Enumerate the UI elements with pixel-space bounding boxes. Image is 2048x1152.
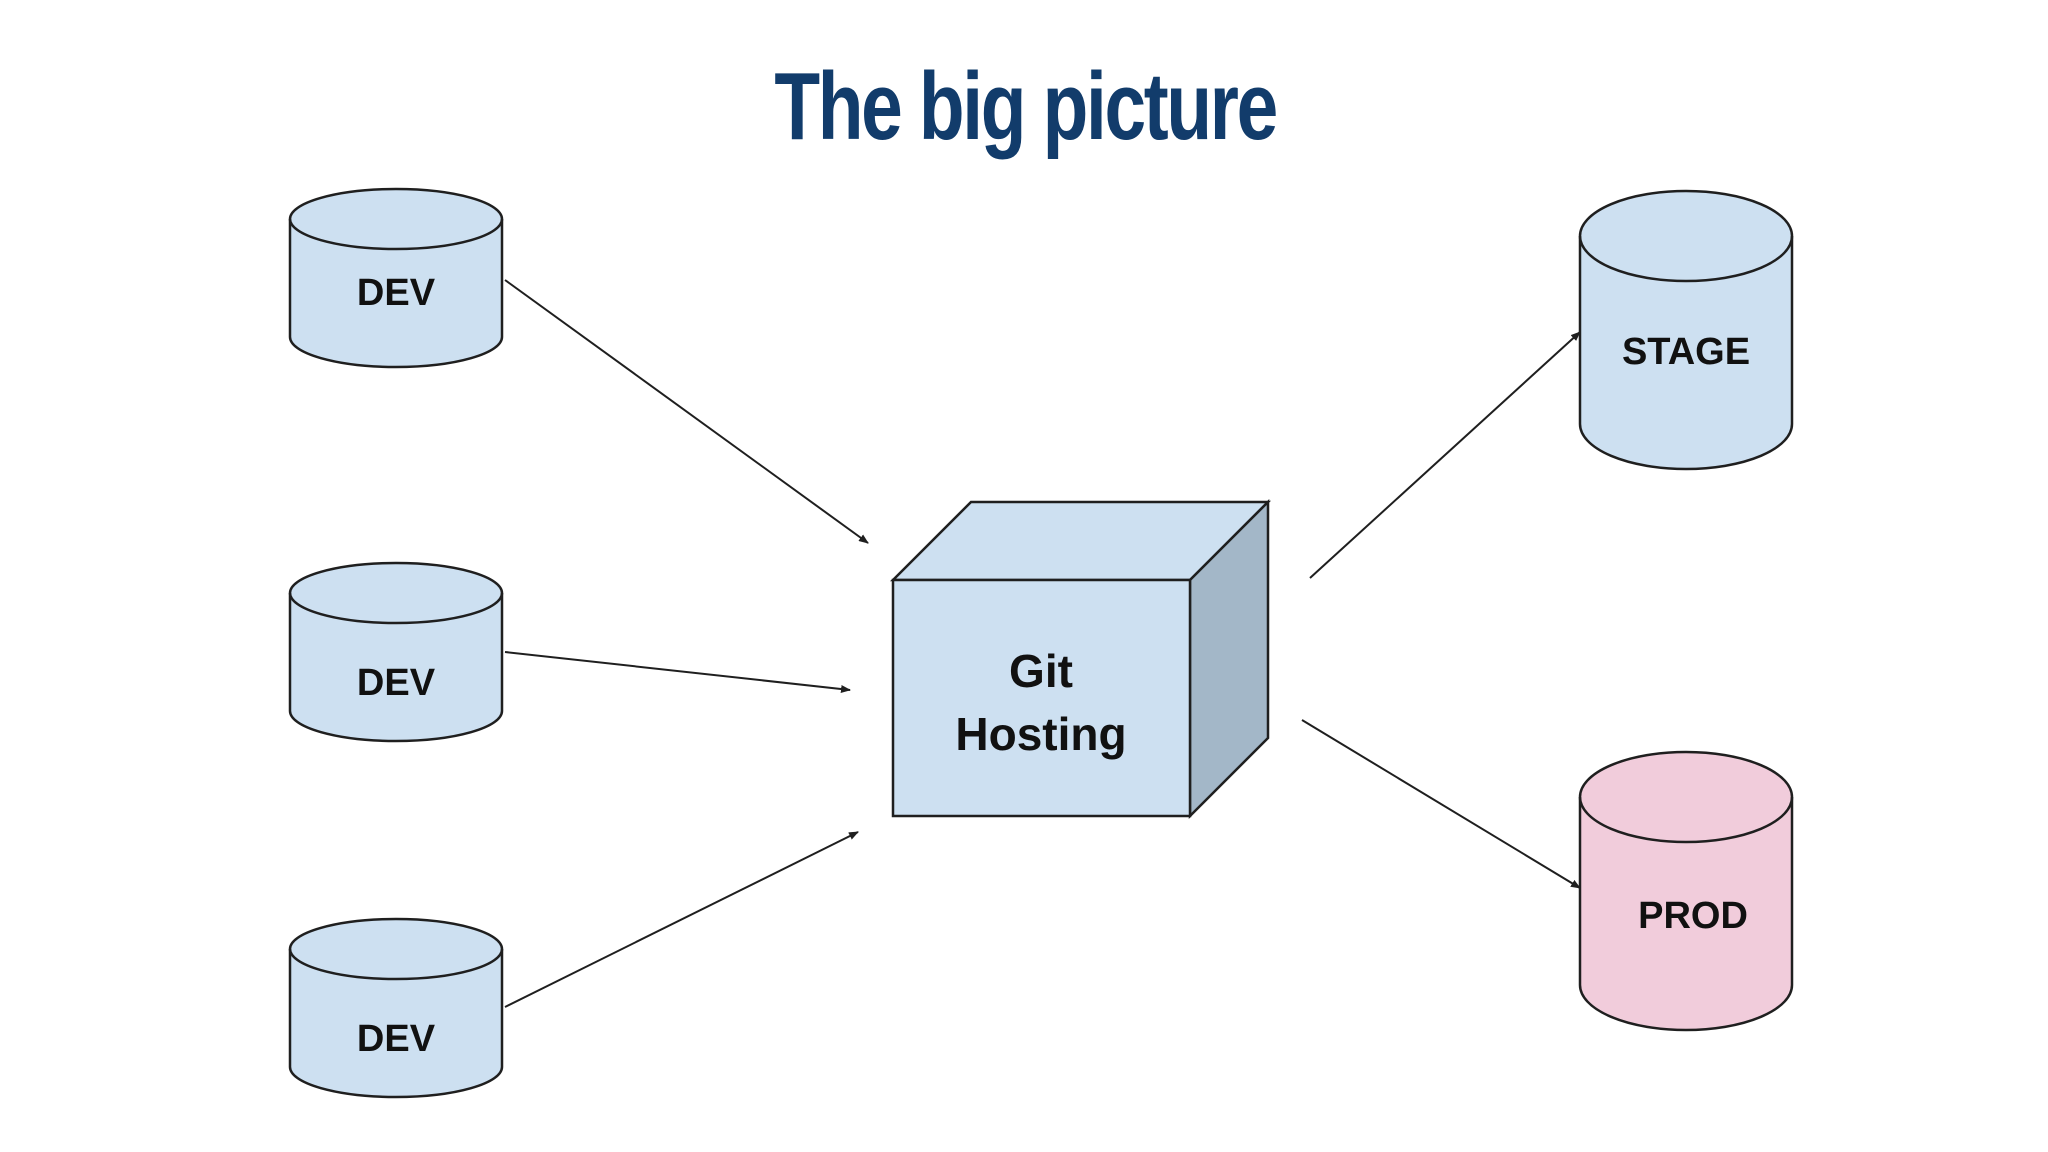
- edge-git-to-stage: [1309, 331, 1581, 579]
- box-front-face: [891, 578, 1192, 818]
- slide-title: The big picture: [774, 53, 1278, 160]
- prod-database: PROD: [1578, 750, 1794, 1032]
- dev-top-label: DEV: [357, 272, 436, 314]
- dev-database-bottom: DEV: [288, 917, 504, 1099]
- database-icon: [288, 561, 504, 743]
- database-top-rim: [1578, 796, 1794, 844]
- dev-bottom-label: DEV: [357, 1018, 436, 1060]
- database-top-rim: [288, 218, 504, 251]
- database-icon: [1578, 750, 1794, 1032]
- edge-dev-top-to-git: [504, 279, 869, 544]
- database-top-rim: [288, 948, 504, 981]
- git-hosting-label-line1: Git: [1009, 645, 1073, 697]
- git-hosting-label-line2: Hosting: [955, 708, 1126, 760]
- edge-dev-bottom-to-git: [504, 831, 859, 1008]
- git-hosting-box: Git Hosting: [889, 498, 1272, 820]
- dev-middle-label: DEV: [357, 662, 436, 704]
- stage-database: STAGE: [1578, 189, 1794, 471]
- database-icon: [1578, 189, 1794, 471]
- prod-label: PROD: [1638, 895, 1748, 937]
- edge-git-to-prod: [1301, 719, 1581, 889]
- edges: [504, 279, 1581, 1008]
- database-icon: [288, 917, 504, 1099]
- dev-database-top: DEV: [288, 187, 504, 369]
- database-top-rim: [1578, 235, 1794, 283]
- dev-database-middle: DEV: [288, 561, 504, 743]
- database-icon: [288, 187, 504, 369]
- stage-label: STAGE: [1622, 331, 1750, 373]
- database-top-rim: [288, 592, 504, 625]
- edge-dev-middle-to-git: [504, 651, 851, 693]
